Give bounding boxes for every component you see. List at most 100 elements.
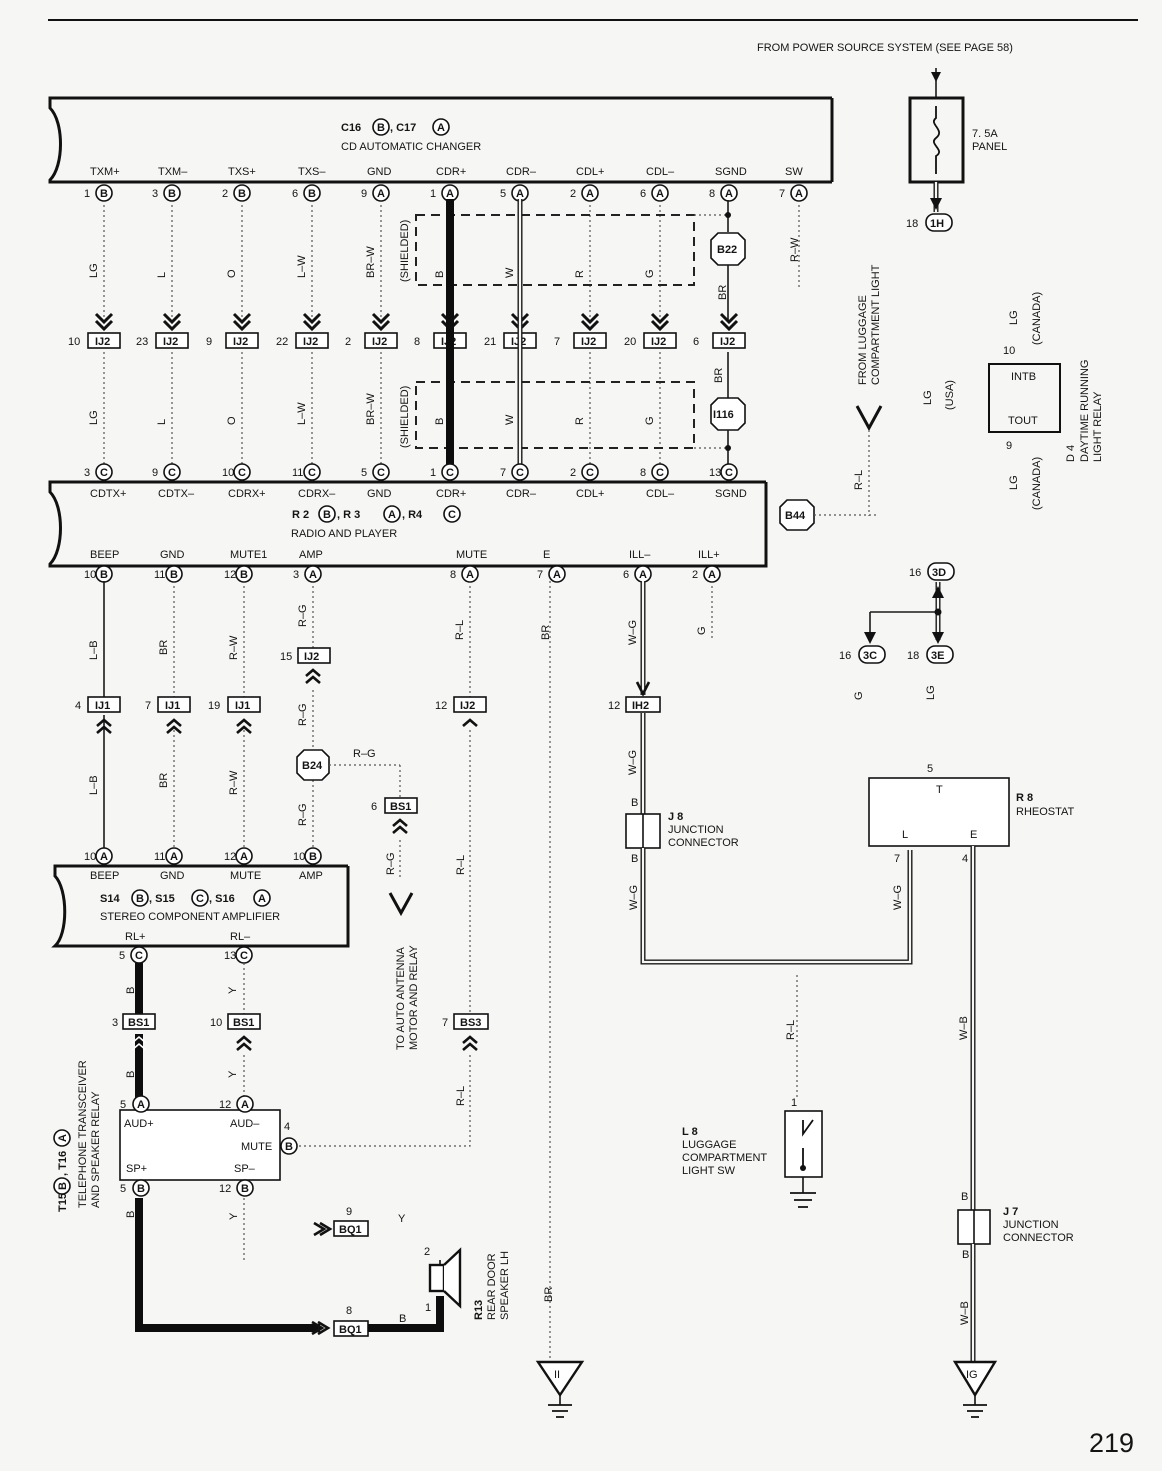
svg-text:, R 3: , R 3 (337, 509, 360, 521)
upper-wire-label: O (226, 269, 238, 278)
wire-rl-plus-lower: B (125, 1071, 137, 1078)
ij2-arrow (232, 312, 252, 332)
ground-point-b24: B24 (296, 749, 330, 781)
connector-1h-label: 1H (930, 218, 944, 230)
lower-wire-label: W (504, 414, 516, 425)
pin-connector-circle (790, 184, 808, 202)
lower-wire-label: BR (713, 368, 725, 383)
pin-connector: B (100, 188, 108, 200)
pin-connector-circle (304, 847, 322, 865)
wire-amp-upper: R–G (297, 604, 309, 627)
svg-text:IJ2: IJ2 (304, 651, 319, 663)
pin-connector: C (168, 467, 176, 479)
pin-connector-circle (95, 184, 113, 202)
pin-connector-circle (95, 463, 113, 481)
pin-connector: A (586, 188, 594, 200)
svg-text:G: G (853, 691, 865, 700)
pin-connector-circle (165, 847, 183, 865)
lower-wire-label: L (156, 419, 168, 425)
ij2-box (573, 332, 607, 349)
svg-text:19: 19 (208, 700, 220, 712)
wire-rl-lower: R–L (455, 1086, 467, 1106)
svg-text:7: 7 (145, 700, 151, 712)
telephone-relay-pins: 5 A AUD+ 12 A AUD– 4 MUTE B SP+ SP– 5 B … (120, 1095, 298, 1197)
svg-text:IG: IG (966, 1369, 978, 1381)
pin-label: CDRX– (298, 488, 336, 500)
pin-connector: A (466, 569, 474, 581)
pin-number: 2 (222, 188, 228, 200)
pin-number: 11 (154, 851, 165, 863)
wire-rl-plus-upper: B (125, 987, 137, 994)
pin-number: 2 (570, 467, 576, 479)
svg-text:16: 16 (909, 567, 921, 579)
pin-connector-circle (441, 463, 459, 481)
svg-text:LG: LG (925, 685, 937, 700)
wire-ill-minus-lower: W–G (627, 750, 639, 775)
svg-text:5: 5 (120, 1183, 126, 1195)
svg-text:R 8: R 8 (1016, 792, 1033, 804)
pin-label: SW (785, 166, 803, 178)
ij2-pin: 7 (554, 336, 560, 348)
power-source-note: FROM POWER SOURCE SYSTEM (SEE PAGE 58) (757, 42, 1013, 54)
svg-text:3D: 3D (932, 567, 946, 579)
svg-text:12: 12 (219, 1099, 231, 1111)
pin-connector: A (639, 569, 647, 581)
pin-label: AMP (299, 870, 323, 882)
svg-text:SP+: SP+ (126, 1163, 147, 1175)
wire-ill-minus: W–G (627, 620, 639, 645)
ij2-name: IJ2 (163, 336, 178, 348)
svg-text:BS1: BS1 (128, 1017, 149, 1029)
pin-label: ILL– (629, 549, 651, 561)
connector-ij2-12: 12 IJ2 (435, 696, 487, 713)
pin-number: 10 (293, 851, 305, 863)
svg-text:R13: R13 (473, 1300, 485, 1320)
svg-text:L: L (902, 829, 908, 841)
pin-connector-circle (372, 463, 390, 481)
pin-number: 2 (692, 569, 698, 581)
svg-text:C16: C16 (341, 122, 361, 134)
pin-number: 12 (224, 851, 236, 863)
pin-number: 6 (623, 569, 629, 581)
svg-text:SPEAKER LH: SPEAKER LH (499, 1251, 511, 1320)
telephone-relay-box (119, 1109, 281, 1181)
svg-text:(USA): (USA) (944, 380, 956, 410)
svg-text:9: 9 (1006, 440, 1012, 452)
pin-label: CDL– (646, 488, 675, 500)
svg-text:BS1: BS1 (233, 1017, 254, 1029)
ij2-pin: 21 (484, 336, 496, 348)
connector-ij1-7: 7 IJ1 (145, 696, 191, 734)
pin-number: 3 (84, 467, 90, 479)
pin-connector: C (377, 467, 385, 479)
pin-connector-circle (548, 565, 566, 583)
connector-bs1-3: 3 BS1 (112, 1013, 156, 1030)
svg-text:10: 10 (210, 1017, 222, 1029)
ij2-name: IJ2 (303, 336, 318, 348)
pin-connector-circle (651, 184, 669, 202)
upper-wire-label: BR (717, 285, 729, 300)
svg-text:B: B (241, 1183, 249, 1195)
svg-text:12: 12 (608, 700, 620, 712)
ij2-box (225, 332, 259, 349)
upper-wire-label: B (434, 271, 446, 278)
pin-number: 8 (450, 569, 456, 581)
wire-wg-j8: W–G (628, 885, 640, 910)
lower-shielded-label: (SHIELDED) (399, 386, 411, 448)
connector-ih2-12: 12 IH2 (608, 696, 661, 713)
svg-text:B: B (377, 122, 385, 134)
upper-shield (415, 214, 695, 286)
svg-text:LIGHT RELAY: LIGHT RELAY (1092, 391, 1104, 462)
rheostat-r8: 5 T L E R 8 RHEOSTAT 7 4 W–G (868, 763, 1075, 910)
ij2-box (643, 332, 677, 349)
pin-connector-circle (720, 463, 738, 481)
